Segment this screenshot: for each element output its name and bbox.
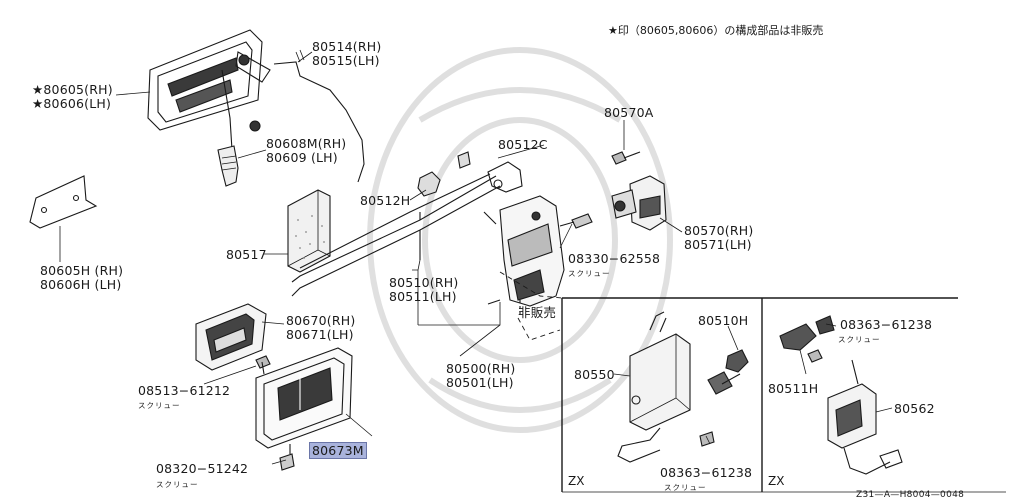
label-80500-rh: 80500(RH) bbox=[446, 361, 516, 376]
label-80570a[interactable]: 80570A bbox=[604, 105, 654, 120]
label-80500[interactable]: 80500(RH) 80501(LH) bbox=[446, 362, 515, 390]
label-08363-a[interactable]: 08363−61238 bbox=[660, 465, 753, 480]
label-80605-rh: ★80605(RH) bbox=[32, 82, 113, 97]
diagram-code: Z31—A—H8004—0048 bbox=[856, 490, 965, 500]
label-80670-rh: 80670(RH) bbox=[286, 313, 356, 328]
label-80510[interactable]: 80510(RH) 80511(LH) bbox=[389, 276, 458, 304]
label-80671-lh: 80671(LH) bbox=[286, 327, 354, 342]
label-80512h[interactable]: 80512H bbox=[360, 193, 411, 208]
label-08363-b[interactable]: 08363−61238 bbox=[840, 317, 933, 332]
label-80605h[interactable]: 80605H (RH) 80606H (LH) bbox=[40, 264, 123, 292]
escutcheon-80673m[interactable] bbox=[255, 347, 353, 449]
label-80570-rh: 80570(RH) bbox=[684, 223, 754, 238]
label-80511-lh: 80511(LH) bbox=[389, 289, 457, 304]
label-80608m[interactable]: 80608M(RH) 80609 (LH) bbox=[266, 137, 346, 165]
label-08330[interactable]: 08330−62558 bbox=[568, 251, 661, 266]
connector-80510h[interactable] bbox=[707, 349, 749, 395]
handle-rod-80608m[interactable] bbox=[217, 69, 261, 187]
pad-80517[interactable] bbox=[287, 189, 331, 273]
screw-note-08363-b: スクリュー bbox=[838, 335, 881, 344]
screw-note-08363-a: スクリュー bbox=[664, 483, 707, 492]
actuator-80550[interactable] bbox=[617, 311, 691, 463]
label-80512c[interactable]: 80512C bbox=[498, 137, 548, 152]
leader-lines bbox=[59, 51, 893, 465]
label-08513[interactable]: 08513−61212 bbox=[138, 383, 231, 398]
inside-handle-80670[interactable] bbox=[195, 303, 267, 371]
screw-note-08320: スクリュー bbox=[156, 480, 199, 489]
screw-08363-a[interactable] bbox=[699, 431, 715, 447]
label-80510-rh: 80510(RH) bbox=[389, 275, 459, 290]
rod-clip-80512c[interactable] bbox=[457, 151, 523, 193]
label-80501-lh: 80501(LH) bbox=[446, 375, 514, 390]
zx-label-2: ZX bbox=[768, 474, 785, 488]
lock-rods-80510[interactable] bbox=[291, 173, 501, 297]
label-80550[interactable]: 80550 bbox=[574, 367, 615, 382]
label-80510h[interactable]: 80510H bbox=[698, 313, 749, 328]
label-80606-lh: ★80606(LH) bbox=[32, 96, 112, 111]
non-sale-label: 非販売 bbox=[518, 305, 557, 320]
watermark-emblem bbox=[367, 47, 673, 433]
label-80515-lh: 80515(LH) bbox=[312, 53, 380, 68]
label-80605h-rh: 80605H (RH) bbox=[40, 263, 124, 278]
screw-note-08330: スクリュー bbox=[568, 269, 611, 278]
screw-08320[interactable] bbox=[279, 444, 295, 471]
label-80608m-rh: 80608M(RH) bbox=[266, 136, 347, 151]
screw-80570a[interactable] bbox=[611, 151, 641, 165]
label-80609-lh: 80609 (LH) bbox=[266, 150, 338, 165]
label-80517[interactable]: 80517 bbox=[226, 247, 267, 262]
outside-door-handle[interactable] bbox=[147, 29, 271, 131]
label-80605[interactable]: ★80605(RH) ★80606(LH) bbox=[32, 83, 113, 111]
label-80670[interactable]: 80670(RH) 80671(LH) bbox=[286, 314, 355, 342]
connector-80511h[interactable] bbox=[779, 315, 835, 351]
highlighted-part-80673m[interactable]: 80673M bbox=[309, 442, 367, 459]
non-sale-note: ★印（80605,80606）の構成部品は非販売 bbox=[608, 24, 824, 37]
label-80511h[interactable]: 80511H bbox=[768, 381, 819, 396]
striker-80570[interactable] bbox=[611, 175, 667, 231]
label-80514[interactable]: 80514(RH) 80515(LH) bbox=[312, 40, 381, 68]
label-80673m[interactable]: 80673M bbox=[309, 442, 367, 459]
rod-clip-80512h[interactable] bbox=[417, 171, 441, 197]
door-lock-80500[interactable] bbox=[483, 195, 565, 316]
screw-note-08513: スクリュー bbox=[138, 401, 181, 410]
actuator-80562[interactable] bbox=[827, 359, 903, 475]
bracket-80605h[interactable] bbox=[29, 175, 98, 229]
screw-08330[interactable] bbox=[559, 213, 593, 229]
label-80571-lh: 80571(LH) bbox=[684, 237, 752, 252]
zx-label-1: ZX bbox=[568, 474, 585, 488]
screw-08363-b[interactable] bbox=[807, 349, 823, 363]
label-08320[interactable]: 08320−51242 bbox=[156, 461, 249, 476]
label-80570[interactable]: 80570(RH) 80571(LH) bbox=[684, 224, 753, 252]
label-80606h-lh: 80606H (LH) bbox=[40, 277, 122, 292]
label-80562[interactable]: 80562 bbox=[894, 401, 935, 416]
zx-inset-frame bbox=[499, 271, 1006, 493]
label-80514-rh: 80514(RH) bbox=[312, 39, 382, 54]
screw-08513[interactable] bbox=[255, 355, 271, 375]
